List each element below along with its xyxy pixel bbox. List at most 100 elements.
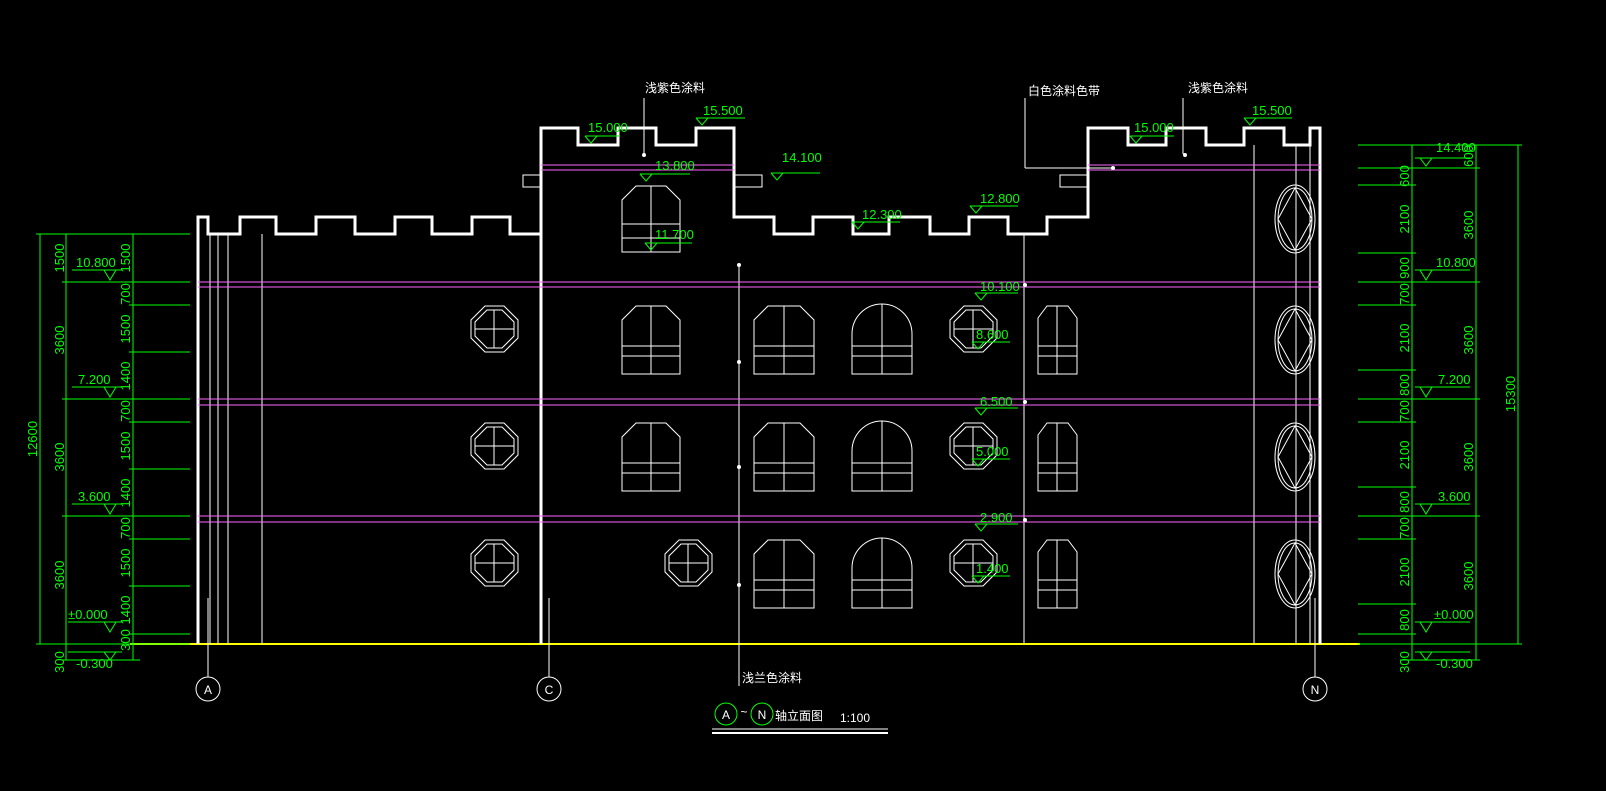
left-inner-dim-5: 700	[118, 400, 133, 422]
window-octagon-r1	[470, 305, 519, 353]
left-outer-dim-2: 3600	[52, 326, 67, 355]
left-dimensions: 10.800 7.200 3.600 ±0.000 -0.300 1500 36…	[25, 233, 190, 673]
left-inner-dim-10: 1400	[118, 596, 133, 625]
elev-15000-right: 15.000	[1134, 120, 1174, 135]
right-elev-14400: 14.400	[1436, 140, 1476, 155]
window-arched-r1-1	[621, 305, 681, 375]
right-elev-0000: ±0.000	[1434, 607, 1474, 622]
elev-8600: 8.600	[976, 327, 1009, 342]
right-inner-dim-11: 2100	[1397, 558, 1412, 587]
window-arched-r2-1	[621, 422, 681, 492]
elev-6500: 6.500	[980, 394, 1013, 409]
right-outer-dim-2: 3600	[1461, 211, 1476, 240]
building-outline	[196, 126, 1322, 683]
window-oval-4	[1274, 539, 1316, 609]
right-outer-dim-3: 3600	[1461, 326, 1476, 355]
elev-15500-left: 15.500	[703, 103, 743, 118]
right-inner-dim-3: 900	[1397, 257, 1412, 279]
window-octagon-r2	[470, 422, 519, 470]
window-narrow-r2	[1037, 422, 1078, 492]
elevation-markers: 15.000 15.500 14.100 13.800 11.700 12.30…	[584, 80, 1292, 686]
window-arched-r1-2	[753, 305, 815, 375]
elev-12300: 12.300	[862, 207, 902, 222]
elev-2900: 2.900	[980, 510, 1013, 525]
right-dimensions: 14.400 10.800 7.200 3.600 ±0.000 -0.300 …	[1358, 140, 1522, 673]
axis-markers: A C N	[195, 644, 1328, 702]
right-inner-dim-2: 2100	[1397, 205, 1412, 234]
left-outer-dim-1: 1500	[52, 244, 67, 273]
axis-n-label: N	[1311, 683, 1320, 697]
right-outer-dim-5: 3600	[1461, 562, 1476, 591]
right-inner-dim-10: 700	[1397, 517, 1412, 539]
window-arched-r2-2	[753, 422, 815, 492]
window-octagon-r3-b	[664, 539, 713, 587]
right-inner-dim-5: 2100	[1397, 324, 1412, 353]
color-bands	[198, 164, 1320, 523]
window-octagon-r1-b	[949, 305, 998, 353]
left-outer-dim-3: 3600	[52, 443, 67, 472]
left-elev-3600: 3.600	[78, 489, 111, 504]
right-inner-dim-13: 300	[1397, 651, 1412, 673]
left-elev-m0300: -0.300	[76, 656, 113, 671]
left-inner-dim-7: 1400	[118, 479, 133, 508]
elev-1400: 1.400	[976, 561, 1009, 576]
left-elev-7200: 7.200	[78, 372, 111, 387]
title-axis-n: N	[758, 708, 767, 722]
elev-15000-left: 15.000	[588, 120, 628, 135]
axis-c-label: C	[545, 683, 554, 697]
window-oval-3	[1274, 422, 1316, 492]
right-inner-dim-1: 600	[1397, 165, 1412, 187]
elev-15500-right: 15.500	[1252, 103, 1292, 118]
window-narrow-r1	[1037, 305, 1078, 375]
window-octagon-r3-a	[470, 539, 519, 587]
left-outer-dim-5: 300	[52, 651, 67, 673]
right-total-dim: 15300	[1503, 376, 1518, 412]
elev-10100: 10.100	[980, 279, 1020, 294]
left-inner-dim-3: 1500	[118, 315, 133, 344]
window-oval-2	[1274, 305, 1316, 375]
right-elev-7200: 7.200	[1438, 372, 1471, 387]
left-inner-dim-1: 1500	[118, 244, 133, 273]
right-inner-dim-6: 800	[1397, 374, 1412, 396]
note-right-top: 浅紫色涂料	[1188, 80, 1248, 95]
elev-5000: 5.000	[976, 444, 1009, 459]
elev-13800: 13.800	[655, 158, 695, 173]
right-inner-dim-12: 800	[1397, 609, 1412, 631]
window-arched-r3	[753, 539, 815, 609]
right-inner-dim-7: 700	[1397, 400, 1412, 422]
title-text: 轴立面图	[775, 708, 823, 723]
axis-a-label: A	[204, 683, 212, 697]
left-outer-dim-4: 3600	[52, 561, 67, 590]
right-outer-dim-4: 3600	[1461, 443, 1476, 472]
left-total-dim: 12600	[25, 421, 40, 457]
window-oval-1	[1274, 184, 1316, 254]
drawing-title: A ~ N 轴立面图 1:100	[712, 702, 888, 734]
window-round-r2	[851, 420, 913, 492]
window-round-r3	[851, 537, 913, 609]
right-inner-dim-8: 2100	[1397, 441, 1412, 470]
elev-14100: 14.100	[782, 150, 822, 165]
note-left-top: 浅紫色涂料	[645, 80, 705, 95]
window-tower	[621, 185, 681, 253]
title-axis-a: A	[722, 708, 730, 722]
left-inner-dim-2: 700	[118, 283, 133, 305]
title-separator: ~	[740, 705, 747, 719]
note-bottom: 浅兰色涂料	[742, 670, 802, 685]
left-elev-0000: ±0.000	[68, 607, 108, 622]
right-inner-dim-9: 800	[1397, 491, 1412, 513]
left-inner-dim-9: 1500	[118, 549, 133, 578]
window-narrow-r3	[1037, 539, 1078, 609]
elev-12800: 12.800	[980, 191, 1020, 206]
right-outer-dim-1: 600	[1461, 145, 1476, 167]
left-inner-dim-11: 300	[118, 629, 133, 651]
left-inner-dim-8: 700	[118, 517, 133, 539]
left-inner-dim-4: 1400	[118, 362, 133, 391]
right-elev-10800: 10.800	[1436, 255, 1476, 270]
note-band: 白色涂料色带	[1028, 83, 1100, 98]
elev-11700: 11.700	[655, 227, 694, 242]
title-scale: 1:100	[840, 711, 870, 725]
right-elev-m0300: -0.300	[1436, 656, 1473, 671]
windows	[470, 184, 1316, 609]
right-inner-dim-4: 700	[1397, 283, 1412, 305]
